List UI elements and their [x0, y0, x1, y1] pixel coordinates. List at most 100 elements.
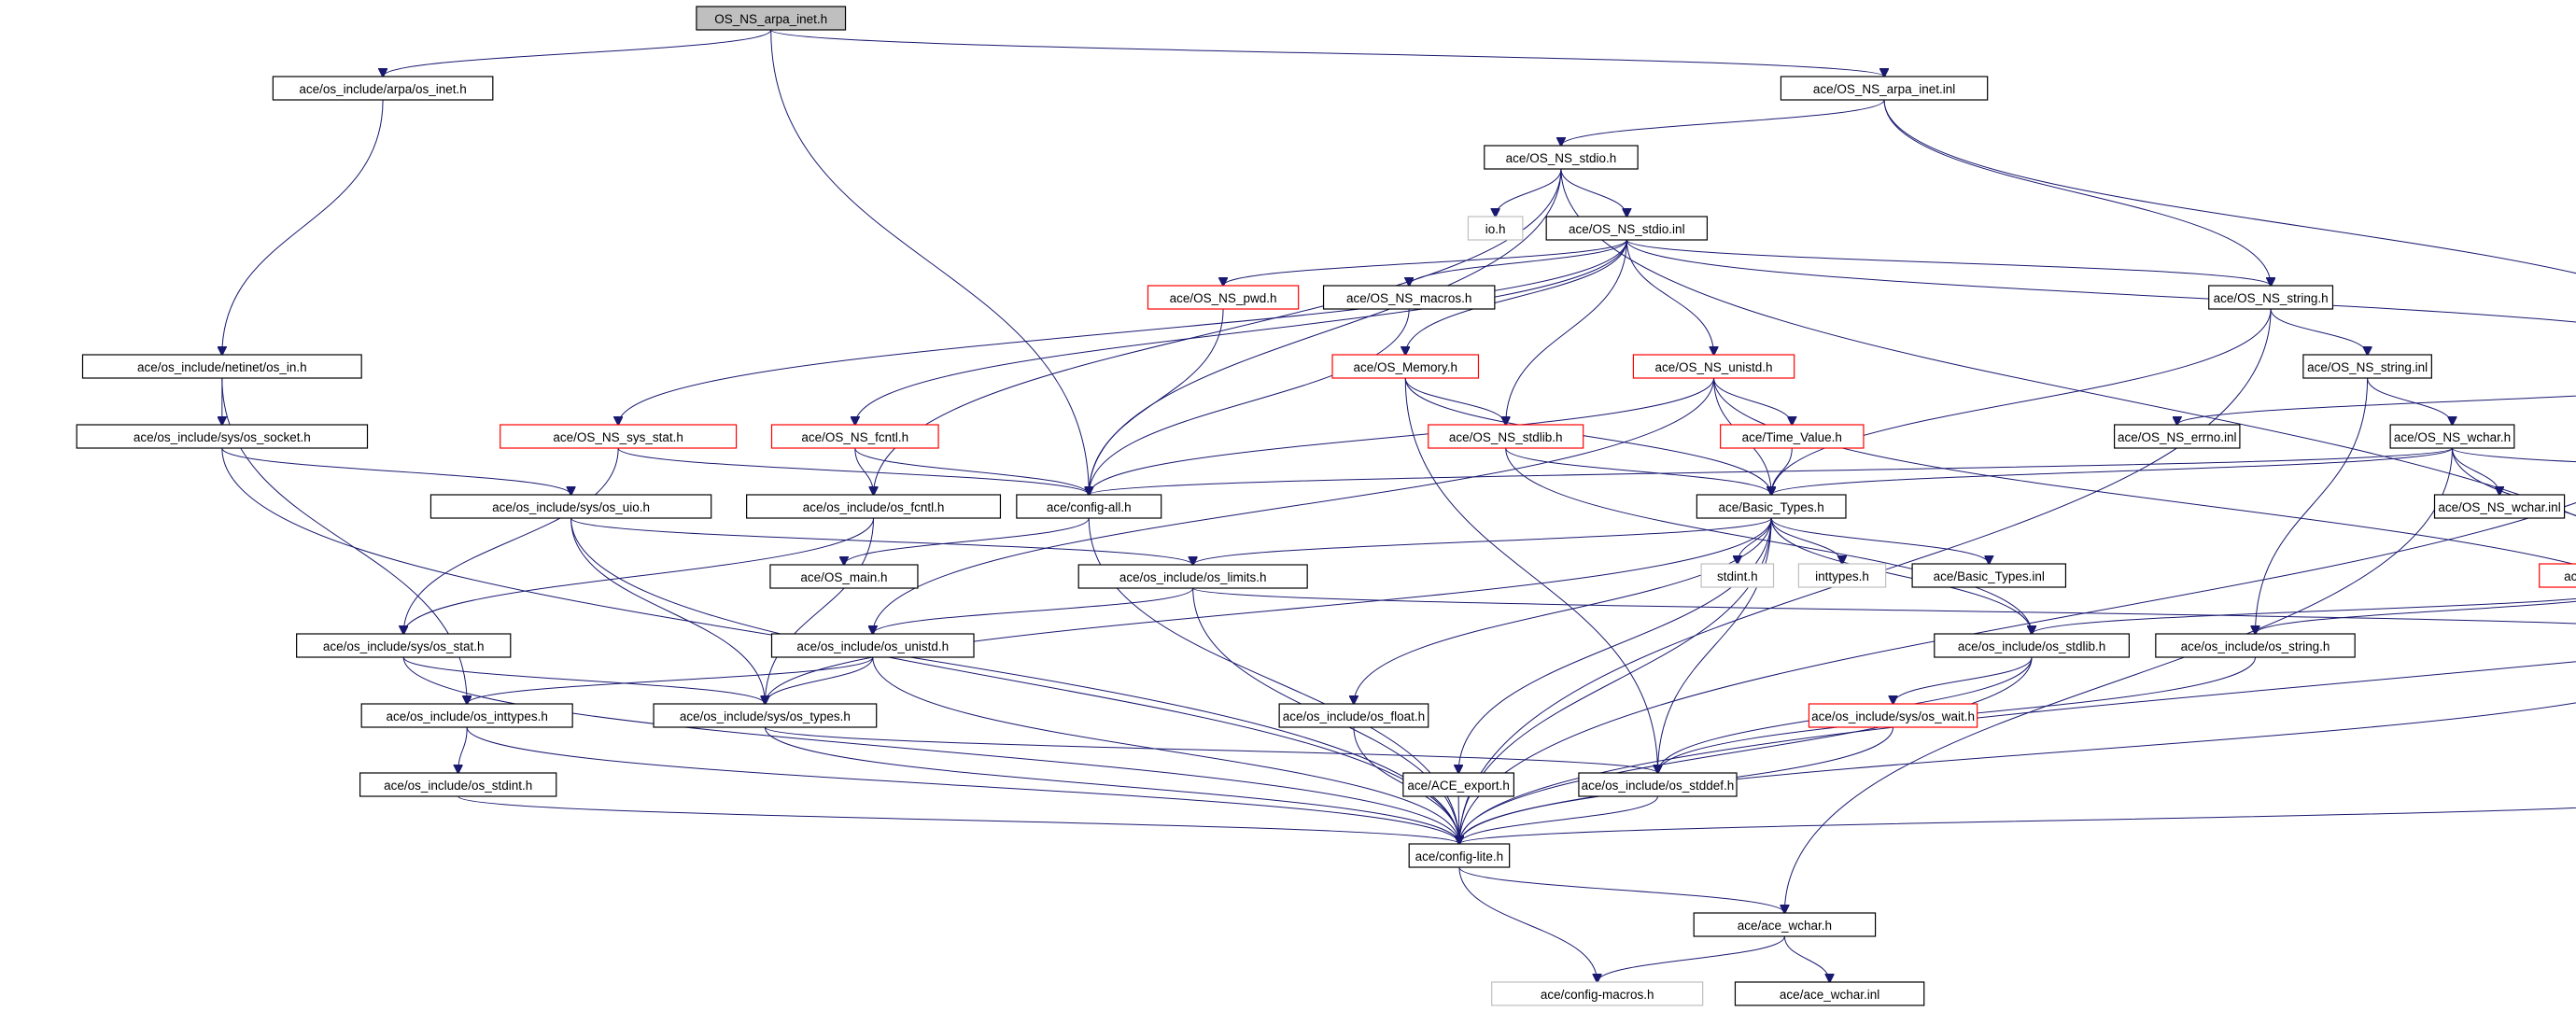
edge-ace_wchar_h-to-config_macros [1598, 935, 1785, 982]
node-ace_export[interactable]: ace/ACE_export.h [1402, 772, 1515, 797]
edge-ns_fcntl-to-os_fcntl [854, 447, 874, 495]
node-label: ace/Time_Value.h [1742, 430, 1842, 444]
node-box [2302, 354, 2432, 379]
node-os_fcntl[interactable]: ace/os_include/os_fcntl.h [746, 494, 1002, 519]
edge-os_stdlib-to-config_lite [1459, 656, 2033, 844]
node-ns_pwd[interactable]: ace/OS_NS_pwd.h [1147, 285, 1300, 310]
node-box [76, 424, 369, 449]
node-os_inttypes[interactable]: ace/os_include/os_inttypes.h [360, 703, 573, 728]
node-os_limits[interactable]: ace/os_include/os_limits.h [1077, 564, 1308, 589]
node-box [2539, 563, 2576, 588]
node-ace_wchar_inl[interactable]: ace/ace_wchar.inl [1734, 981, 1925, 1006]
node-label: ace/os_include/os_inttypes.h [386, 709, 547, 723]
node-ns_macros[interactable]: ace/OS_NS_macros.h [1322, 285, 1496, 310]
node-ns_string_h[interactable]: ace/OS_NS_string.h [2208, 285, 2334, 310]
node-os_main[interactable]: ace/OS_main.h [769, 564, 919, 589]
node-time_value[interactable]: ace/Time_Value.h [1720, 424, 1865, 449]
edge-arpa_inet_inl-to-ns_errno_h [1883, 99, 2576, 274]
node-arpa_inet_inl[interactable]: ace/OS_NS_arpa_inet.inl [1780, 76, 1989, 101]
edge-ns_stdlib-to-basic_types_h [1505, 447, 1771, 495]
node-ns_wchar_h[interactable]: ace/OS_NS_wchar.h [2389, 424, 2515, 449]
node-ns_stdlib[interactable]: ace/OS_NS_stdlib.h [1428, 424, 1584, 449]
node-ns_sys_stat[interactable]: ace/OS_NS_sys_stat.h [500, 424, 738, 449]
node-box [1428, 424, 1584, 449]
node-io_h[interactable]: io.h [1467, 216, 1524, 241]
node-inttypes_h[interactable]: inttypes.h [1797, 563, 1887, 588]
node-label: ace/OS_NS_wchar.h [2394, 430, 2511, 444]
node-label: ace/OS_NS_pwd.h [1170, 291, 1277, 305]
node-box [359, 772, 557, 797]
node-ace_wchar_h[interactable]: ace/ace_wchar.h [1693, 912, 1877, 937]
node-ns_unistd[interactable]: ace/OS_NS_unistd.h [1632, 354, 1795, 379]
node-box [696, 6, 847, 31]
node-label: ace/OS_NS_stdlib.h [1449, 430, 1563, 444]
edge-basic_types_h-to-basic_types_inl [1770, 517, 1989, 564]
node-label: ace/os_include/netinet/os_in.h [137, 360, 307, 374]
node-sys_stat[interactable]: ace/os_include/sys/os_stat.h [296, 633, 512, 658]
edge-os_unistd-to-config_lite [872, 656, 1459, 844]
node-ns_stdio_h[interactable]: ace/OS_NS_stdio.h [1484, 145, 1639, 170]
edge-arpa_inet_inl-to-ns_string_h [1883, 99, 2271, 286]
node-label: inttypes.h [1815, 569, 1869, 583]
node-box [1720, 424, 1865, 449]
edge-sys_uio-to-os_limits [570, 517, 1193, 565]
edge-root-to-arpa_inet_inl [770, 29, 1884, 77]
node-os_wchar[interactable]: ace/os_include/os_wchar.h [2539, 563, 2576, 588]
node-label: ace/OS_NS_stdio.inl [1569, 222, 1685, 236]
node-netinet_in[interactable]: ace/os_include/netinet/os_in.h [81, 354, 362, 379]
edge-basic_types_h-to-os_stdlib [1770, 517, 2032, 634]
edge-basic_types_h-to-sys_types [765, 517, 1772, 704]
node-basic_types_h[interactable]: ace/Basic_Types.h [1696, 494, 1847, 519]
edge-ns_string_h-to-basic_types_h [1771, 308, 2272, 495]
edge-sys_uio-to-sys_types [570, 517, 766, 704]
node-ns_fcntl[interactable]: ace/OS_NS_fcntl.h [770, 424, 939, 449]
node-label: ace/os_include/os_stdlib.h [1958, 639, 2105, 653]
node-label: ace/ace_wchar.h [1738, 919, 1832, 933]
edge-ns_unistd-to-time_value [1713, 377, 1793, 425]
node-config_lite[interactable]: ace/config-lite.h [1408, 843, 1511, 868]
node-os_stdlib[interactable]: ace/os_include/os_stdlib.h [1934, 633, 2130, 658]
edge-ns_stdio_inl-to-ns_unistd [1626, 239, 1713, 355]
node-label: ace/OS_NS_unistd.h [1654, 360, 1772, 374]
node-os_string[interactable]: ace/os_include/os_string.h [2155, 633, 2356, 658]
edge-ns_stdio_h-to-ns_stdio_inl [1560, 168, 1626, 217]
node-sys_socket[interactable]: ace/os_include/sys/os_socket.h [76, 424, 369, 449]
node-os_memory[interactable]: ace/OS_Memory.h [1331, 354, 1480, 379]
node-label: io.h [1485, 222, 1506, 236]
node-os_stddef[interactable]: ace/os_include/os_stddef.h [1578, 772, 1738, 797]
node-box [2155, 633, 2356, 658]
node-box [81, 354, 362, 379]
node-sys_types[interactable]: ace/os_include/sys/os_types.h [653, 703, 878, 728]
node-ns_stdio_inl[interactable]: ace/OS_NS_stdio.inl [1545, 216, 1709, 241]
node-label: ace/OS_NS_arpa_inet.inl [1813, 82, 1955, 96]
node-os_unistd[interactable]: ace/os_include/os_unistd.h [770, 633, 975, 658]
edge-os_stdlib-to-sys_wait [1893, 656, 2033, 704]
edge-config_lite-to-ace_wchar_h [1458, 866, 1784, 913]
edge-root-to-config_all [770, 29, 1090, 495]
node-ns_wchar_inl[interactable]: ace/OS_NS_wchar.inl [2433, 494, 2566, 519]
node-box [1934, 633, 2130, 658]
node-os_float[interactable]: ace/os_include/os_float.h [1278, 703, 1429, 728]
node-ns_string_inl[interactable]: ace/OS_NS_string.inl [2302, 354, 2432, 379]
node-config_macros[interactable]: ace/config-macros.h [1491, 981, 1704, 1006]
edge-ns_stdio_inl-to-ns_macros [1409, 239, 1627, 286]
node-os_inet[interactable]: ace/os_include/arpa/os_inet.h [272, 76, 494, 101]
node-ns_errno_inl[interactable]: ace/OS_NS_errno.inl [2113, 424, 2241, 449]
edge-ns_stdio_inl-to-os_memory [1405, 239, 1627, 355]
node-sys_wait[interactable]: ace/os_include/sys/os_wait.h [1808, 703, 1978, 728]
node-box [1484, 145, 1639, 170]
edge-ns_unistd-to-os_unistd [873, 377, 1715, 634]
node-label: ace/os_include/arpa/os_inet.h [299, 82, 466, 96]
node-label: ace/os_include/sys/os_stat.h [323, 639, 485, 653]
node-sys_uio[interactable]: ace/os_include/sys/os_uio.h [429, 494, 712, 519]
edge-config_lite-to-config_macros [1458, 866, 1598, 982]
node-label: ace/os_include/os_fcntl.h [803, 500, 945, 514]
node-basic_types_inl[interactable]: ace/Basic_Types.inl [1911, 563, 2067, 588]
node-label: stdint.h [1717, 569, 1758, 583]
node-box [1797, 563, 1887, 588]
edge-os_stdarg-to-config_lite [1459, 807, 2576, 844]
node-os_stdint[interactable]: ace/os_include/os_stdint.h [359, 772, 557, 797]
node-stdint_h[interactable]: stdint.h [1700, 563, 1775, 588]
edge-os_unistd-to-os_inttypes [467, 656, 874, 704]
node-config_all[interactable]: ace/config-all.h [1016, 494, 1162, 519]
